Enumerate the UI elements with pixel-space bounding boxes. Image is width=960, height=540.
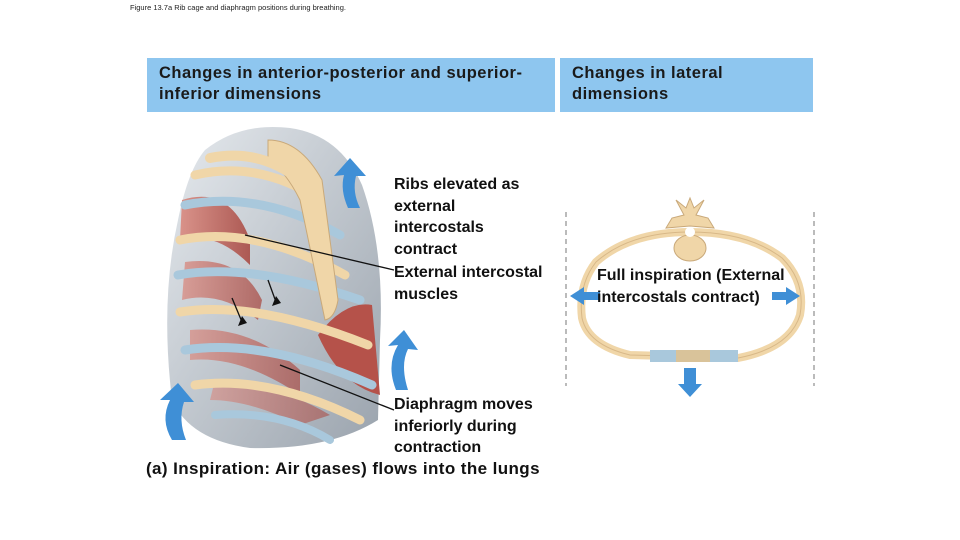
diaphragm-arrow <box>388 330 418 390</box>
sternum-down-arrow <box>678 368 702 397</box>
label-external-intercostal: External intercostal muscles <box>394 264 543 303</box>
label-ribs-elevated: Ribs elevated as external intercostals c… <box>394 176 520 258</box>
rib-cross-section <box>565 196 815 386</box>
leader-lines <box>231 234 395 411</box>
header-lateral: Changes in lateral dimensions <box>560 58 813 112</box>
label-diaphragm: Diaphragm moves inferiorly during contra… <box>394 396 533 456</box>
lateral-left-arrow <box>570 287 600 305</box>
panel-caption: (a) Inspiration: Air (gases) flows into … <box>146 459 540 478</box>
label-full-inspiration: Full inspiration (External intercostals … <box>597 267 785 306</box>
figure-caption: Figure 13.7a Rib cage and diaphragm posi… <box>130 3 346 12</box>
leader-arrowhead <box>238 316 247 326</box>
leader-arrowhead <box>272 296 281 306</box>
lateral-right-arrow <box>772 287 800 305</box>
rib-elevation-arrow <box>334 158 366 208</box>
base-arrow <box>160 383 194 440</box>
rib-cage-lateral <box>167 126 381 449</box>
header-anterior-posterior: Changes in anterior-posterior and superi… <box>147 58 555 112</box>
